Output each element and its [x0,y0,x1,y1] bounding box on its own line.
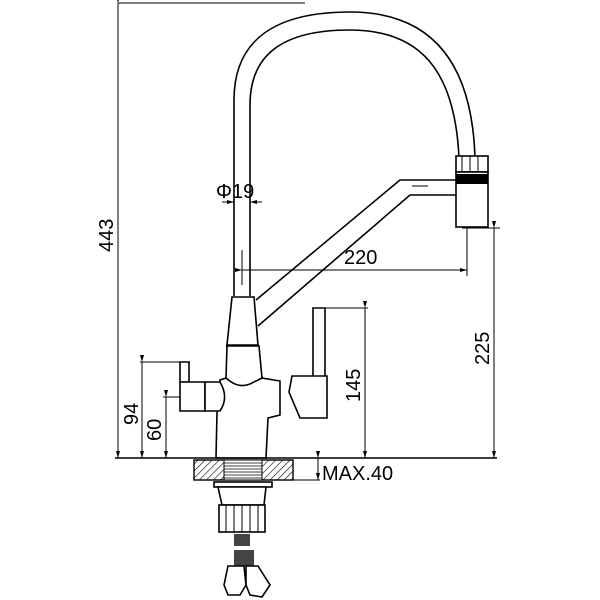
label-225: 225 [472,332,494,365]
right-handle: 145 [288,301,368,458]
dimension-443: 443 [96,0,305,458]
mounting-nut: MAX.40 [193,451,393,485]
label-94: 94 [121,403,143,425]
label-max40: MAX.40 [322,463,393,485]
nozzle [455,155,489,228]
label-443: 443 [96,219,118,252]
dimension-225: 225 [462,221,500,458]
label-220: 220 [344,247,377,269]
left-handle: 94 60 [121,355,226,458]
dimension-diameter: Φ19 [216,181,262,204]
label-60: 60 [144,419,166,441]
gooseneck-spout [233,11,476,296]
lower-fittings [213,481,273,598]
label-145: 145 [343,369,365,402]
label-diameter: Φ19 [216,181,254,203]
faucet-body [215,296,281,459]
spout-arm [255,179,456,327]
dimension-220: 220 [235,228,468,276]
